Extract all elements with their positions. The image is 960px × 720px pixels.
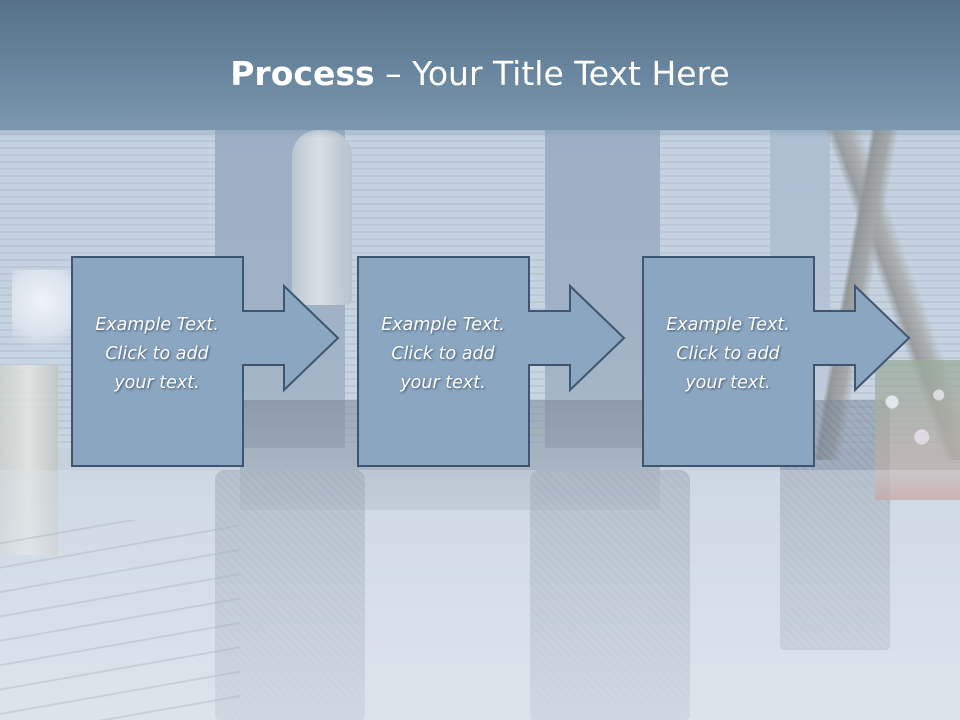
floor-decoration xyxy=(0,470,960,720)
statue-decoration xyxy=(292,130,352,305)
process-step-line: Click to add xyxy=(676,344,780,364)
process-step-text: Example Text. Click to add your text. xyxy=(71,311,243,398)
arrow-callout-shape xyxy=(642,256,911,467)
title-bar xyxy=(0,0,960,130)
process-step-line: Example Text. xyxy=(666,315,790,335)
process-step-line: your text. xyxy=(400,373,486,393)
title-bar-fade xyxy=(0,118,960,138)
slide-title-rest: – Your Title Text Here xyxy=(374,54,730,93)
slide-title[interactable]: Process – Your Title Text Here xyxy=(0,52,960,96)
arrow-callout-shape xyxy=(357,256,626,467)
flower-pot-decoration xyxy=(12,270,72,360)
floor-planks xyxy=(0,520,240,720)
process-step-line: your text. xyxy=(114,373,200,393)
process-step-1[interactable]: Example Text. Click to add your text. xyxy=(71,256,351,468)
process-step-text: Example Text. Click to add your text. xyxy=(642,311,814,398)
background-wall xyxy=(545,128,660,448)
process-step-text: Example Text. Click to add your text. xyxy=(357,311,529,398)
slide-title-bold: Process xyxy=(230,54,375,93)
process-step-2[interactable]: Example Text. Click to add your text. xyxy=(357,256,637,468)
process-step-3[interactable]: Example Text. Click to add your text. xyxy=(642,256,922,468)
process-step-line: Click to add xyxy=(105,344,209,364)
process-step-line: Click to add xyxy=(391,344,495,364)
process-step-line: your text. xyxy=(685,373,771,393)
arrow-callout-shape xyxy=(71,256,340,467)
process-step-line: Example Text. xyxy=(95,315,219,335)
process-step-line: Example Text. xyxy=(381,315,505,335)
